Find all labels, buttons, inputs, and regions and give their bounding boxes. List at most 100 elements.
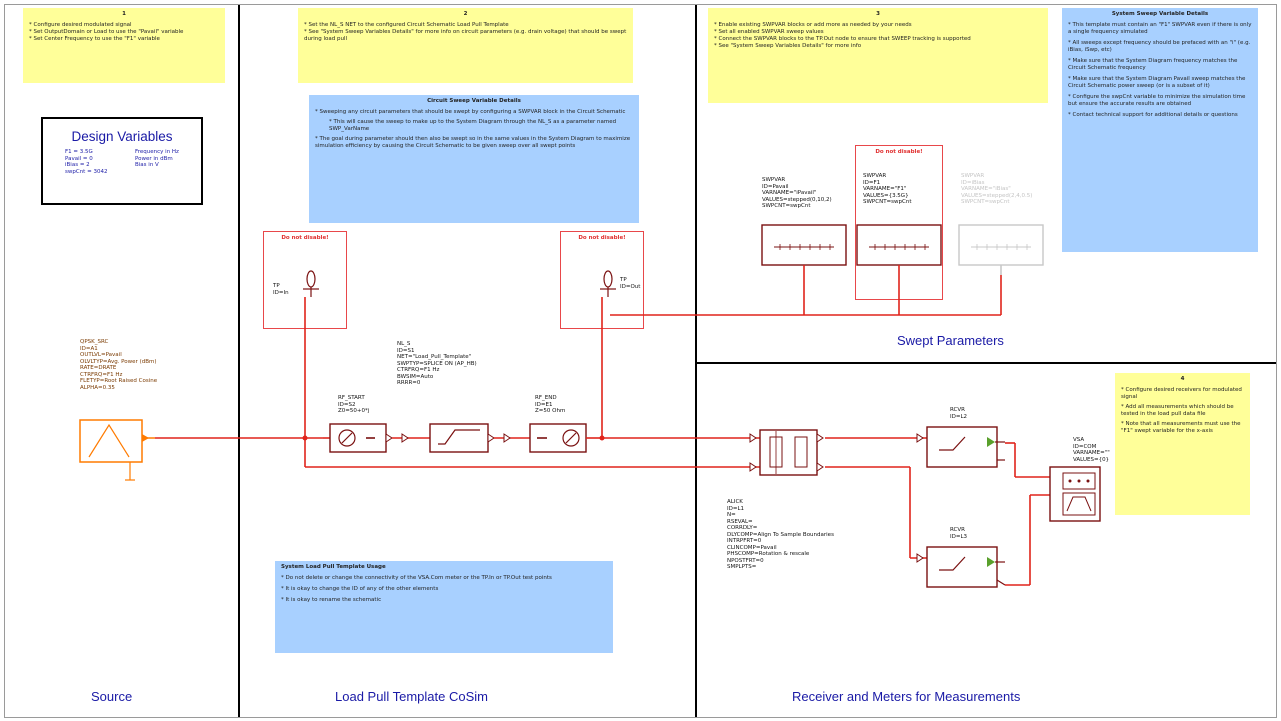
note-circuit-sweep-details: Circuit Sweep Variable Details * Sweepin… xyxy=(309,95,639,223)
param: SWPCNT=swpCnt xyxy=(863,199,912,205)
system-sweep-item: * This template must contain an "F1" SWP… xyxy=(1068,22,1252,35)
rcvr-2-symbol[interactable] xyxy=(916,546,1006,588)
param: TP xyxy=(620,277,627,283)
rcvr-2-glyph xyxy=(939,556,966,571)
swpvar-pavail-label: SWPVAR ID=Pavail VARNAME="iPavail" VALUE… xyxy=(762,177,832,210)
param: ID=A1 xyxy=(80,345,98,352)
swpvar-ibias-symbol[interactable] xyxy=(958,224,1044,275)
alick-label: ALICK ID=L1 N= RSEVAL= CORRDLY= DLYCOMP=… xyxy=(727,499,834,571)
swpvar-f1-ticks xyxy=(874,244,926,250)
swpvar-f1-label: SWPVAR ID=F1 VARNAME="F1" VALUES={3.5G} … xyxy=(863,173,912,206)
swpvar-ibias-ticks xyxy=(976,244,1028,250)
param: ID=In xyxy=(273,289,289,296)
nl-s-label: NL_S ID=S1 NET="Load_Pull_Template" SWPT… xyxy=(397,341,477,387)
note-3-item: * Connect the SWPVAR blocks to the TP.Ou… xyxy=(714,36,971,42)
rf-end-glyph xyxy=(562,429,580,447)
param: RRRR=0 xyxy=(397,380,421,386)
vsa-symbol[interactable] xyxy=(1049,466,1101,522)
schematic-canvas[interactable]: 1 * Configure desired modulated signal *… xyxy=(4,4,1277,718)
nl-s-symbol[interactable] xyxy=(429,423,495,453)
circuit-sweep-item: * This will cause the sweep to make up t… xyxy=(329,119,617,132)
param: SWPTYP=SPLICE ON (AP_HB) xyxy=(397,360,477,367)
param: PHSCOMP=Rotation & rescale xyxy=(727,551,810,557)
alick-body xyxy=(759,429,818,476)
usage-title: System Load Pull Template Usage xyxy=(281,564,386,570)
param: CLINCOMP=Pavail xyxy=(727,544,777,551)
warning-label: Do not disable! xyxy=(875,149,923,155)
param: QPSK_SRC xyxy=(80,339,109,345)
note-2-item: * Set the NL_S NET to the configured Cir… xyxy=(304,22,509,28)
rcvr-1-output-arrow xyxy=(987,437,995,447)
nl-s-arrow xyxy=(487,433,495,443)
rf-start-label: RF_START ID=S2 Z0=50+0*j xyxy=(338,395,369,415)
rcvr-2-output-arrow xyxy=(987,557,995,567)
swpvar-f1-symbol[interactable] xyxy=(856,224,942,275)
param: ALICK xyxy=(727,499,743,505)
circuit-sweep-item: * The goal during parameter should then … xyxy=(315,136,631,149)
section-title-source: Source xyxy=(91,689,133,704)
rcvr-1-label: RCVR ID=L2 xyxy=(950,407,967,420)
section-title-swept: Swept Parameters xyxy=(897,333,1004,348)
design-variables-title: Design Variables xyxy=(71,129,173,144)
rcvr-1-symbol[interactable] xyxy=(916,426,1005,468)
swpvar-pavail-symbol[interactable] xyxy=(761,224,847,275)
param: SWPVAR xyxy=(762,177,786,183)
tp-in-symbol[interactable] xyxy=(303,270,319,297)
note-3: 3 * Enable existing SWPVAR blocks or add… xyxy=(708,8,1048,103)
rcvr-1-body xyxy=(926,426,998,468)
rf-end-symbol[interactable] xyxy=(529,423,602,453)
swpvar-pavail-ticks xyxy=(779,244,831,250)
param: ID=L2 xyxy=(950,413,968,420)
tp-in-probe xyxy=(306,270,316,288)
param: N= xyxy=(727,512,736,518)
alick-glyph-right xyxy=(794,436,808,468)
rf-start-symbol[interactable] xyxy=(323,423,393,453)
param: OLVLTYP=Avg. Power (dBm) xyxy=(80,358,157,365)
param: RF_END xyxy=(535,395,557,401)
source-symbol[interactable] xyxy=(79,419,155,481)
wires xyxy=(155,275,1050,586)
note-template-usage: System Load Pull Template Usage * Do not… xyxy=(275,561,613,653)
param: SWPCNT=swpCnt xyxy=(762,203,811,209)
rcvr-2-body xyxy=(926,546,998,588)
param: NL_S xyxy=(397,341,411,347)
param: SWPCNT=swpCnt xyxy=(961,199,1010,205)
vsa-dot xyxy=(1077,479,1081,483)
note-3-number: 3 xyxy=(876,11,880,17)
note-4-item: * Add all measurements which should be t… xyxy=(1121,404,1234,417)
note-4: 4 * Configure desired receivers for modu… xyxy=(1115,373,1250,515)
note-system-sweep-details: System Sweep Variable Details * This tem… xyxy=(1062,8,1258,252)
param: VSA xyxy=(1073,437,1085,443)
note-1-item: * Set OutputDomain or Load to use the "P… xyxy=(29,29,184,35)
rf-start-glyph-line xyxy=(341,432,353,444)
tp-out-symbol[interactable] xyxy=(600,270,616,297)
alick-arrow-2 xyxy=(816,462,824,472)
note-4-number: 4 xyxy=(1180,376,1185,382)
usage-item: * Do not delete or change the connectivi… xyxy=(281,575,552,581)
param: VARNAME="F1" xyxy=(863,186,907,192)
rcvr-2-input-arrow xyxy=(916,553,924,563)
param: Z0=50+0*j xyxy=(338,408,370,414)
swpvar-pavail-body xyxy=(761,224,847,266)
alick-symbol[interactable] xyxy=(740,429,824,476)
vsa-label: VSA ID=COM VARNAME="" VALUES={0} xyxy=(1073,437,1110,463)
note-2-number: 2 xyxy=(463,11,468,17)
system-sweep-item: * All sweeps except frequency should be … xyxy=(1068,40,1251,53)
tp-out-probe xyxy=(603,270,613,288)
param: SMPLPTS= xyxy=(727,564,757,570)
param: RF_START xyxy=(338,395,365,401)
param: RCVR xyxy=(950,527,965,533)
param: VALUES={0} xyxy=(1073,456,1110,463)
usage-item: * It is okay to change the ID of any of … xyxy=(281,586,439,592)
rf-start-glyph xyxy=(338,429,356,447)
usage-item: * It is okay to rename the schematic xyxy=(281,597,382,603)
nl-s-glyph xyxy=(438,429,480,445)
swpvar-ibias-body xyxy=(958,224,1044,266)
design-variables-block[interactable]: Design Variables F1 = 3.5G Pavail = 0 iB… xyxy=(41,117,203,205)
param: ID=Pavail xyxy=(762,183,789,190)
param: ID=L1 xyxy=(727,505,745,512)
design-variable: iBias = 2 xyxy=(65,162,90,168)
note-1-item: * Configure desired modulated signal xyxy=(29,22,132,28)
vsa-body xyxy=(1049,466,1101,522)
design-variable-units: Frequency in Hz Power in dBm Bias in V xyxy=(135,149,179,169)
